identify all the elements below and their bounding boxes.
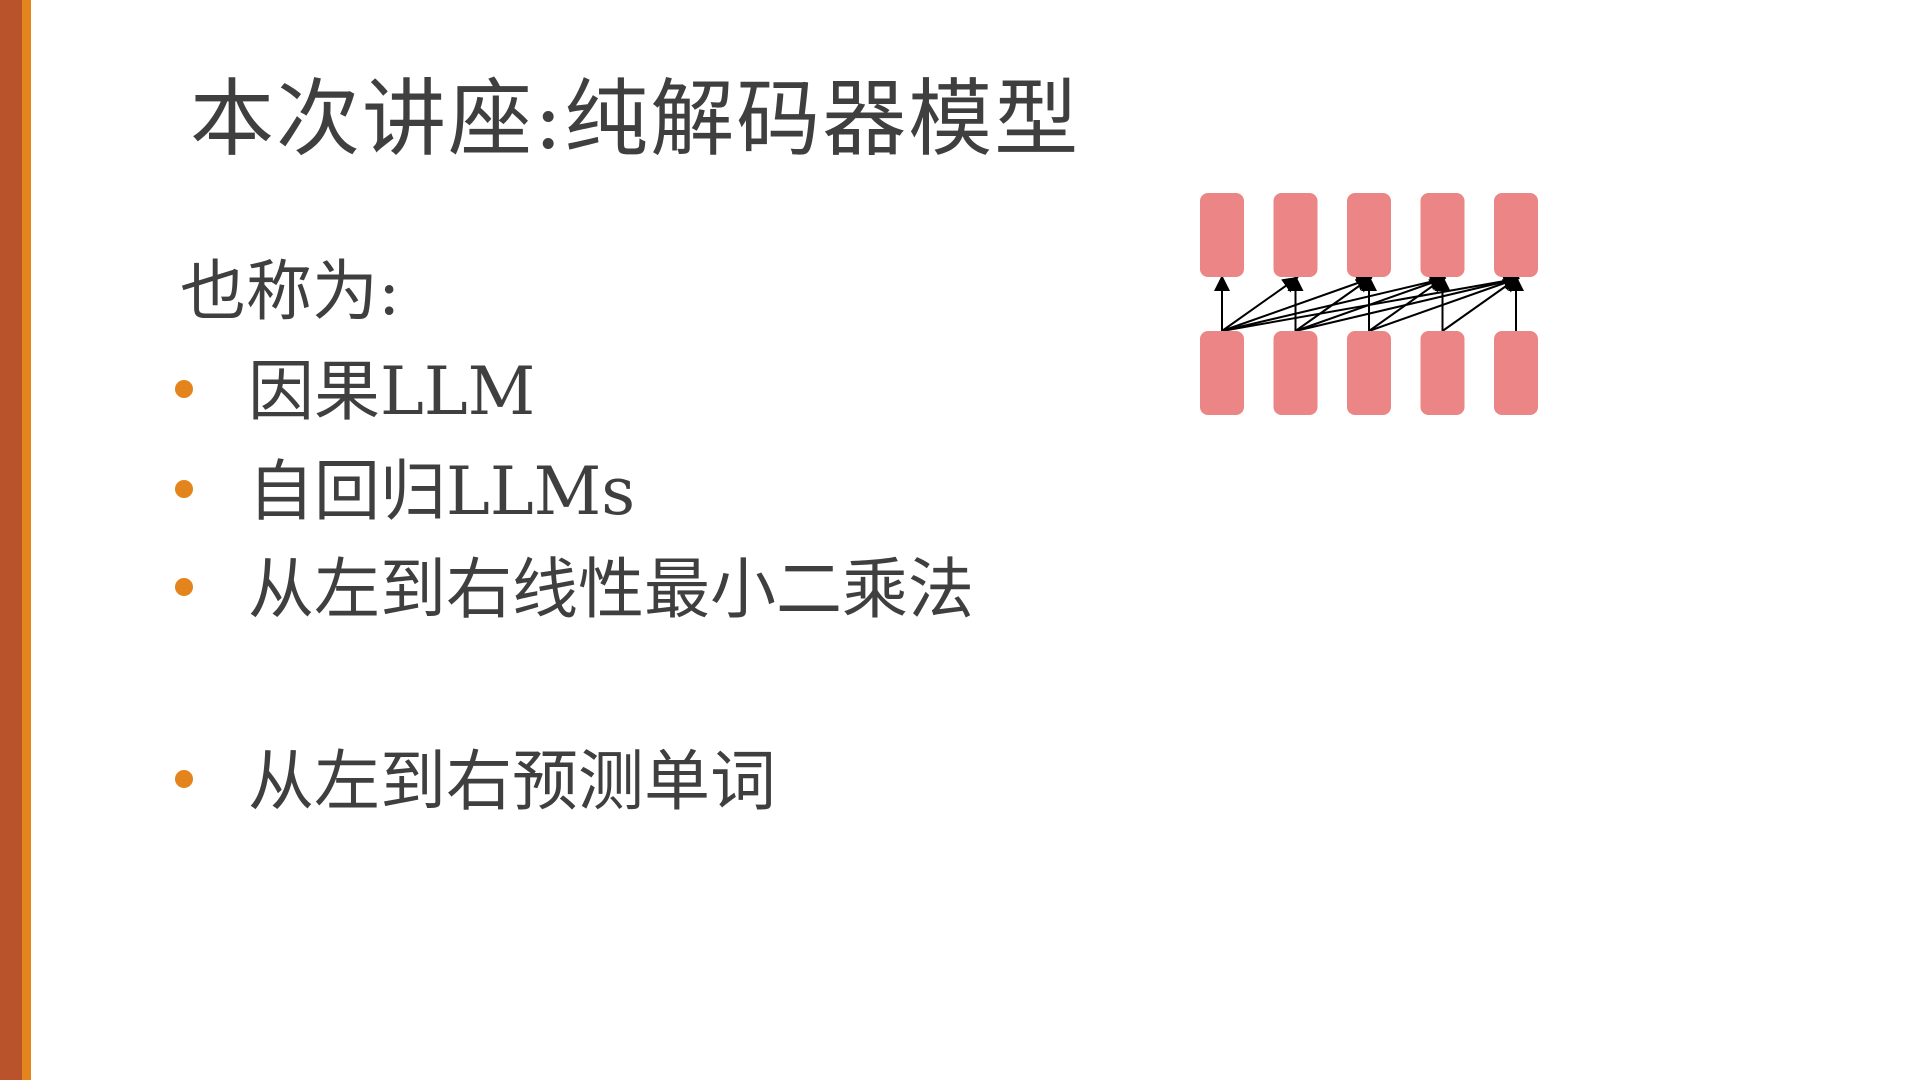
token-block-bottom-5 — [1494, 331, 1538, 415]
token-block-bottom-2 — [1273, 331, 1318, 415]
token-block-top-2 — [1273, 193, 1318, 277]
attention-arrow-3-to-5 — [1368, 275, 1520, 332]
slide-subtitle: 也称为: — [180, 253, 401, 330]
attention-arrow-1-to-4 — [1221, 273, 1447, 332]
bullet-text: 从左到右线性最小二乘法 — [248, 551, 974, 628]
attention-arrow-2-to-5 — [1295, 273, 1520, 332]
accent-bar-orange — [22, 0, 31, 1080]
slide-title: 本次讲座:纯解码器模型 — [190, 70, 1081, 168]
attention-arrow-1-to-3 — [1221, 275, 1373, 332]
token-block-top-4 — [1420, 193, 1465, 277]
token-block-top-3 — [1347, 193, 1391, 277]
decoder-attention-diagram — [1200, 193, 1538, 415]
token-block-bottom-3 — [1347, 331, 1391, 415]
bullet-dot-icon — [175, 480, 193, 498]
bullet-dot-icon — [175, 380, 193, 398]
attention-arrow-1-to-5 — [1221, 273, 1520, 332]
bullet-dot-icon — [175, 578, 193, 596]
attention-arrow-1-to-2 — [1221, 276, 1299, 332]
token-block-bottom-4 — [1420, 331, 1465, 415]
token-block-top-5 — [1494, 193, 1538, 277]
bullet-text: 因果LLM — [248, 353, 536, 430]
bullet-text: 自回归LLMs — [248, 453, 636, 530]
token-block-bottom-1 — [1200, 331, 1244, 415]
accent-bar-dark — [0, 0, 22, 1080]
bullet-text: 从左到右预测单词 — [248, 743, 776, 820]
bullet-dot-icon — [175, 770, 193, 788]
token-block-top-1 — [1200, 193, 1244, 277]
attention-arrow-4-to-5 — [1441, 276, 1520, 332]
